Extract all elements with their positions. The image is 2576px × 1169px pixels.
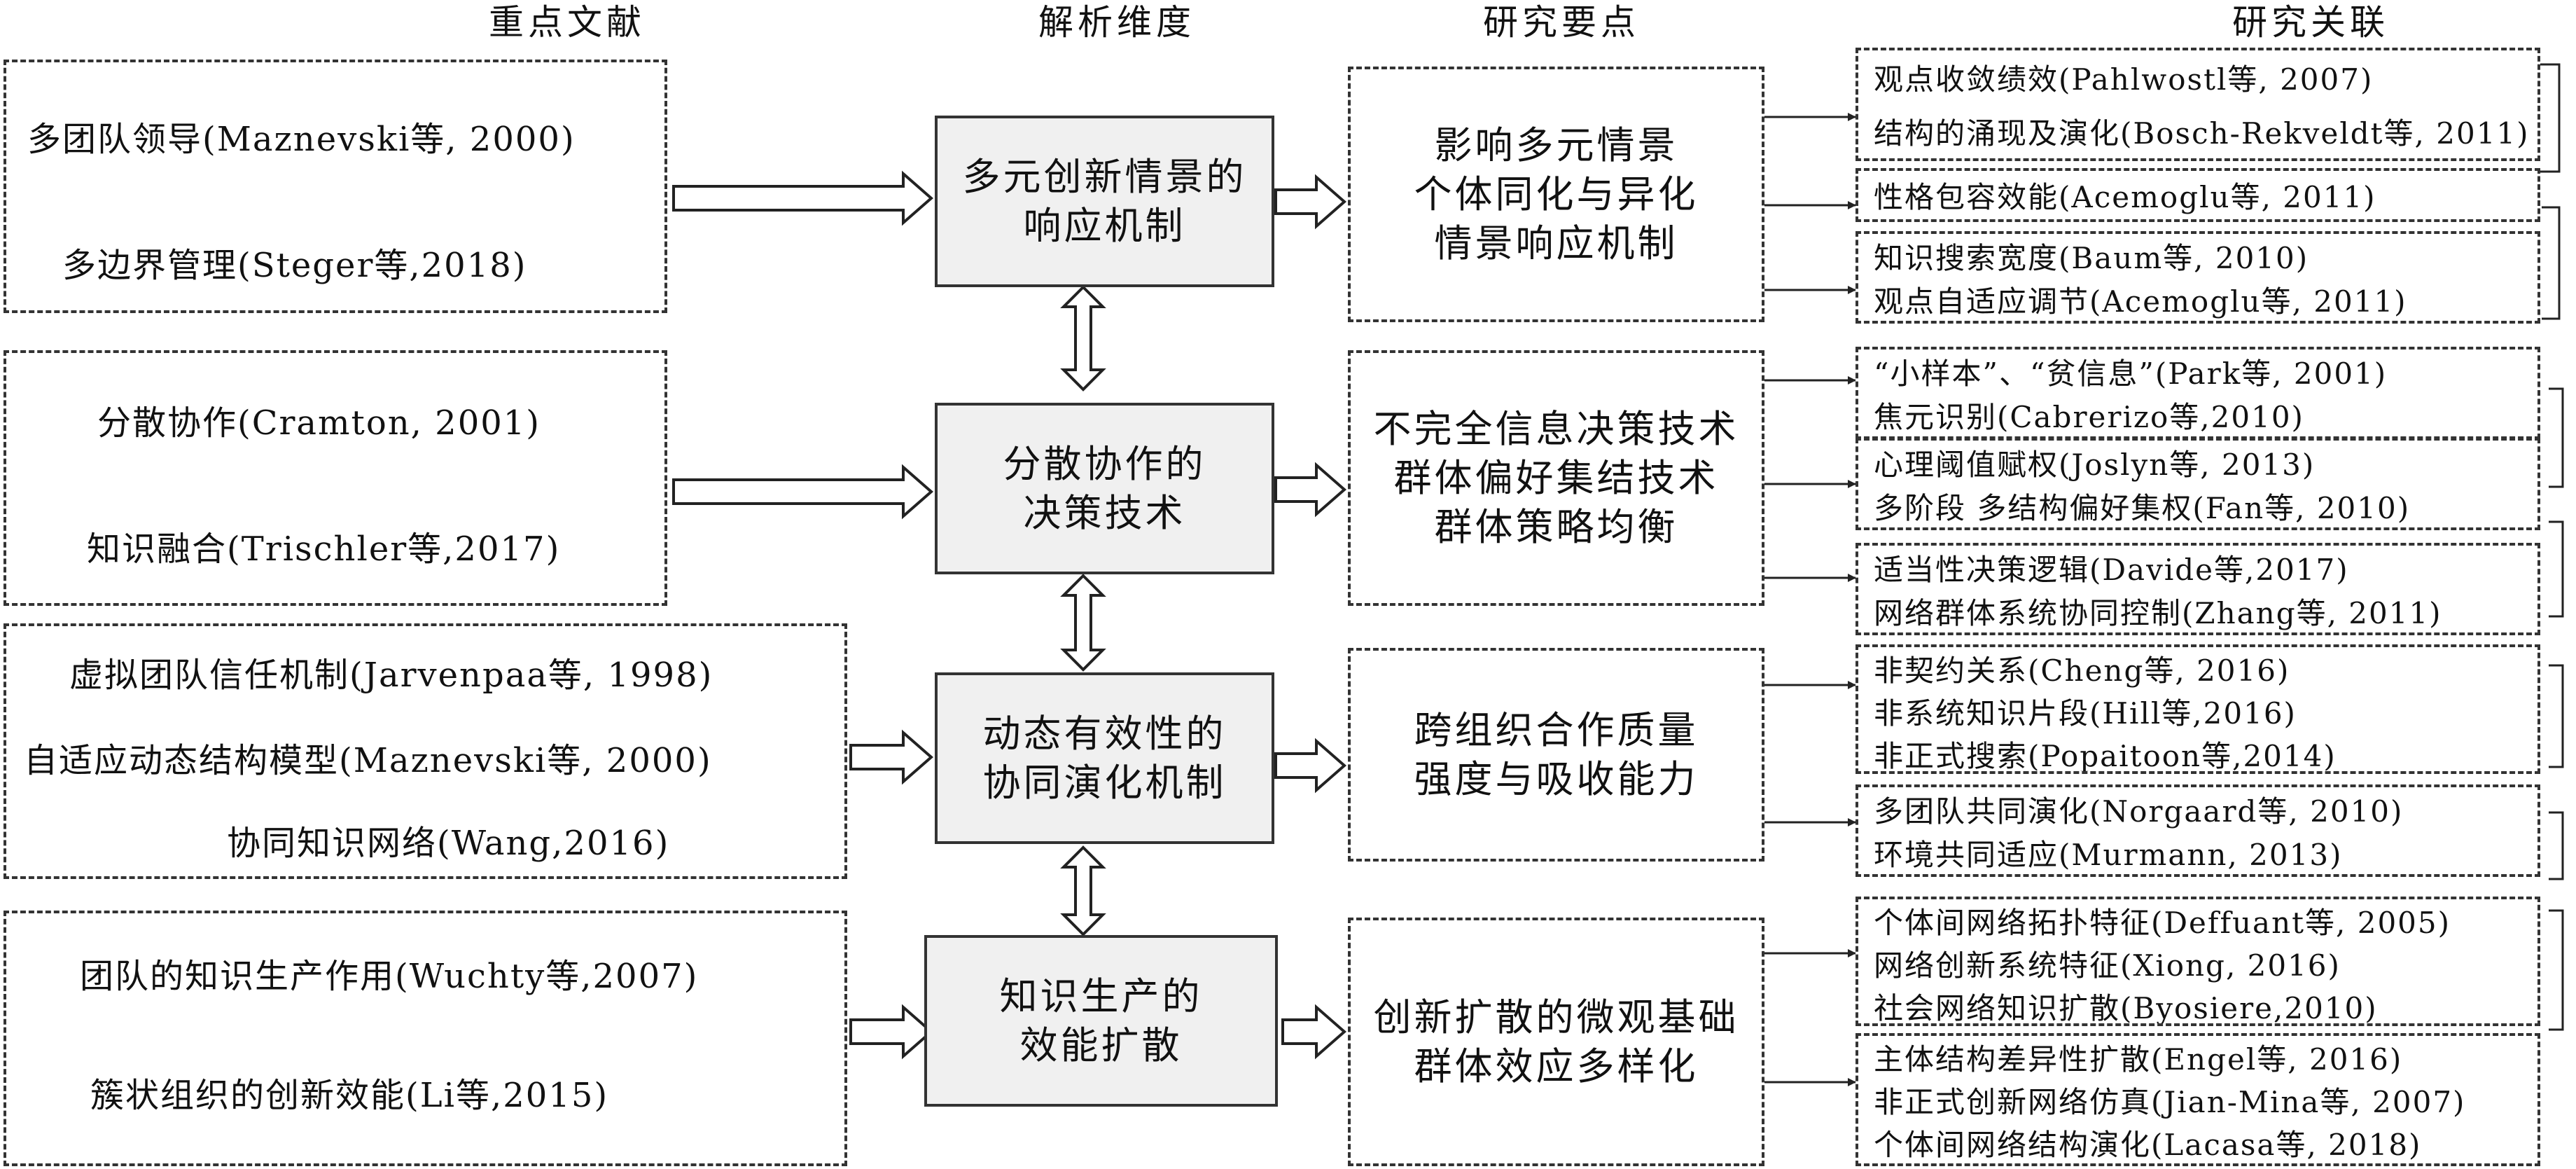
literature-item: 知识融合(Trischler等,2017) [87, 530, 561, 569]
relation-item: 社会网络知识扩散(Byosiere,2010) [1874, 991, 2378, 1025]
relation-item: 个体间网络拓扑特征(Deffuant等, 2005) [1874, 906, 2451, 940]
point-line: 强度与吸收能力 [1414, 756, 1699, 801]
literature-item: 虚拟团队信任机制(Jarvenpaa等, 1998) [69, 656, 713, 695]
point-line: 群体效应多样化 [1414, 1044, 1699, 1088]
relation-item: 多团队共同演化(Norgaard等, 2010) [1874, 794, 2404, 829]
literature-box-row1: 多团队领导(Maznevski等, 2000) 多边界管理(Steger等,20… [4, 60, 667, 313]
header-literature: 重点文献 [489, 2, 646, 43]
mechanism-box-row4: 知识生产的 效能扩散 [924, 935, 1278, 1107]
mechanism-line: 效能扩散 [1019, 1023, 1183, 1067]
literature-item: 协同知识网络(Wang,2016) [227, 824, 670, 863]
literature-item: 多团队领导(Maznevski等, 2000) [27, 120, 576, 159]
mechanism-line: 动态有效性的 [982, 711, 1227, 756]
right-brackets [2540, 63, 2564, 1031]
relation-item: 观点收敛绩效(Pahlwostl等, 2007) [1874, 62, 2374, 97]
relation-box: 性格包容效能(Acemoglu等, 2011) [1856, 168, 2540, 222]
point-line: 情景响应机制 [1434, 221, 1678, 265]
double-arrow-2-3 [1060, 574, 1106, 672]
mechanism-line: 分散协作的 [1003, 441, 1206, 486]
relation-item: 网络群体系统协同控制(Zhang等, 2011) [1874, 595, 2442, 630]
relation-box: 观点收敛绩效(Pahlwostl等, 2007) 结构的涌现及演化(Bosch-… [1856, 48, 2540, 161]
literature-item: 簇状组织的创新效能(Li等,2015) [90, 1076, 609, 1115]
relation-box: 知识搜索宽度(Baum等, 2010) 观点自适应调节(Acemoglu等, 2… [1856, 231, 2540, 324]
point-line: 跨组织合作质量 [1414, 707, 1699, 752]
header-points: 研究要点 [1483, 2, 1640, 43]
header-relations: 研究关联 [2232, 2, 2389, 43]
relation-item: 结构的涌现及演化(Bosch-Rekveldt等, 2011) [1874, 116, 2530, 151]
relation-box: 非契约关系(Cheng等, 2016) 非系统知识片段(Hill等,2016) … [1856, 644, 2540, 774]
double-arrow-3-4 [1060, 845, 1106, 936]
relation-item: 非系统知识片段(Hill等,2016) [1874, 696, 2297, 731]
relation-box: “小样本”、“贫信息”(Park等, 2001) 焦元识别(Cabrerizo等… [1856, 347, 2540, 439]
relation-item: 知识搜索宽度(Baum等, 2010) [1874, 240, 2309, 275]
literature-item: 自适应动态结构模型(Maznevski等, 2000) [24, 741, 712, 780]
point-line: 个体同化与异化 [1414, 172, 1699, 216]
mechanism-box-row2: 分散协作的 决策技术 [935, 403, 1274, 574]
points-box-row1: 影响多元情景 个体同化与异化 情景响应机制 [1348, 67, 1764, 322]
relation-item: 多阶段 多结构偏好集权(Fan等, 2010) [1874, 490, 2411, 525]
literature-box-row3: 虚拟团队信任机制(Jarvenpaa等, 1998) 自适应动态结构模型(Maz… [4, 623, 847, 879]
block-arrow-mech4 [1281, 1004, 1347, 1060]
point-line: 不完全信息决策技术 [1373, 406, 1739, 451]
relation-item: 性格包容效能(Acemoglu等, 2011) [1874, 180, 2376, 214]
mechanism-line: 决策技术 [1023, 490, 1186, 535]
relation-box: 主体结构差异性扩散(Engel等, 2016) 非正式创新网络仿真(Jian-M… [1856, 1033, 2540, 1166]
mechanism-line: 协同演化机制 [982, 760, 1227, 805]
relation-item: 观点自适应调节(Acemoglu等, 2011) [1874, 284, 2407, 319]
point-line: 影响多元情景 [1434, 123, 1678, 167]
block-arrow-row3 [849, 729, 934, 785]
relation-item: “小样本”、“贫信息”(Park等, 2001) [1874, 356, 2388, 391]
mechanism-box-row1: 多元创新情景的 响应机制 [935, 116, 1274, 287]
mechanism-line: 多元创新情景的 [962, 154, 1247, 199]
relation-box: 多团队共同演化(Norgaard等, 2010) 环境共同适应(Murmann,… [1856, 784, 2540, 877]
double-arrow-1-2 [1060, 285, 1106, 392]
literature-item: 多边界管理(Steger等,2018) [62, 246, 527, 285]
relation-item: 环境共同适应(Murmann, 2013) [1874, 837, 2343, 872]
relation-item: 非正式搜索(Popaitoon等,2014) [1874, 739, 2337, 773]
thin-arrows [1763, 113, 1856, 1086]
relation-box: 个体间网络拓扑特征(Deffuant等, 2005) 网络创新系统特征(Xion… [1856, 897, 2540, 1026]
mechanism-line: 知识生产的 [999, 974, 1203, 1018]
relation-item: 非契约关系(Cheng等, 2016) [1874, 653, 2290, 688]
relation-item: 网络创新系统特征(Xiong, 2016) [1874, 948, 2341, 983]
block-arrow-mech3 [1274, 738, 1347, 794]
points-box-row4: 创新扩散的微观基础 群体效应多样化 [1348, 918, 1764, 1166]
block-arrow-row1 [672, 170, 934, 226]
literature-item: 分散协作(Cramton, 2001) [97, 403, 541, 443]
points-box-row2: 不完全信息决策技术 群体偏好集结技术 群体策略均衡 [1348, 350, 1764, 606]
relation-item: 主体结构差异性扩散(Engel等, 2016) [1874, 1042, 2403, 1077]
literature-item: 团队的知识生产作用(Wuchty等,2007) [80, 957, 699, 996]
literature-box-row4: 团队的知识生产作用(Wuchty等,2007) 簇状组织的创新效能(Li等,20… [4, 911, 847, 1166]
points-box-row3: 跨组织合作质量 强度与吸收能力 [1348, 648, 1764, 862]
relation-item: 焦元识别(Cabrerizo等,2010) [1874, 399, 2304, 434]
block-arrow-mech1 [1274, 174, 1347, 230]
relation-item: 心理阈值赋权(Joslyn等, 2013) [1874, 447, 2316, 482]
relation-item: 个体间网络结构演化(Lacasa等, 2018) [1874, 1128, 2422, 1162]
block-arrow-mech2 [1274, 462, 1347, 518]
relation-box: 适当性决策逻辑(Davide等,2017) 网络群体系统协同控制(Zhang等,… [1856, 543, 2540, 635]
mechanism-box-row3: 动态有效性的 协同演化机制 [935, 672, 1274, 844]
mechanism-line: 响应机制 [1023, 203, 1186, 248]
header-dimension: 解析维度 [1038, 2, 1195, 43]
relation-box: 心理阈值赋权(Joslyn等, 2013) 多阶段 多结构偏好集权(Fan等, … [1856, 438, 2540, 530]
block-arrow-row4 [849, 1004, 934, 1060]
literature-box-row2: 分散协作(Cramton, 2001) 知识融合(Trischler等,2017… [4, 350, 667, 606]
point-line: 创新扩散的微观基础 [1373, 995, 1739, 1039]
point-line: 群体偏好集结技术 [1393, 455, 1719, 500]
relation-item: 非正式创新网络仿真(Jian-Mina等, 2007) [1874, 1085, 2466, 1119]
relation-item: 适当性决策逻辑(Davide等,2017) [1874, 552, 2349, 587]
block-arrow-row2 [672, 464, 934, 520]
point-line: 群体策略均衡 [1434, 504, 1678, 549]
